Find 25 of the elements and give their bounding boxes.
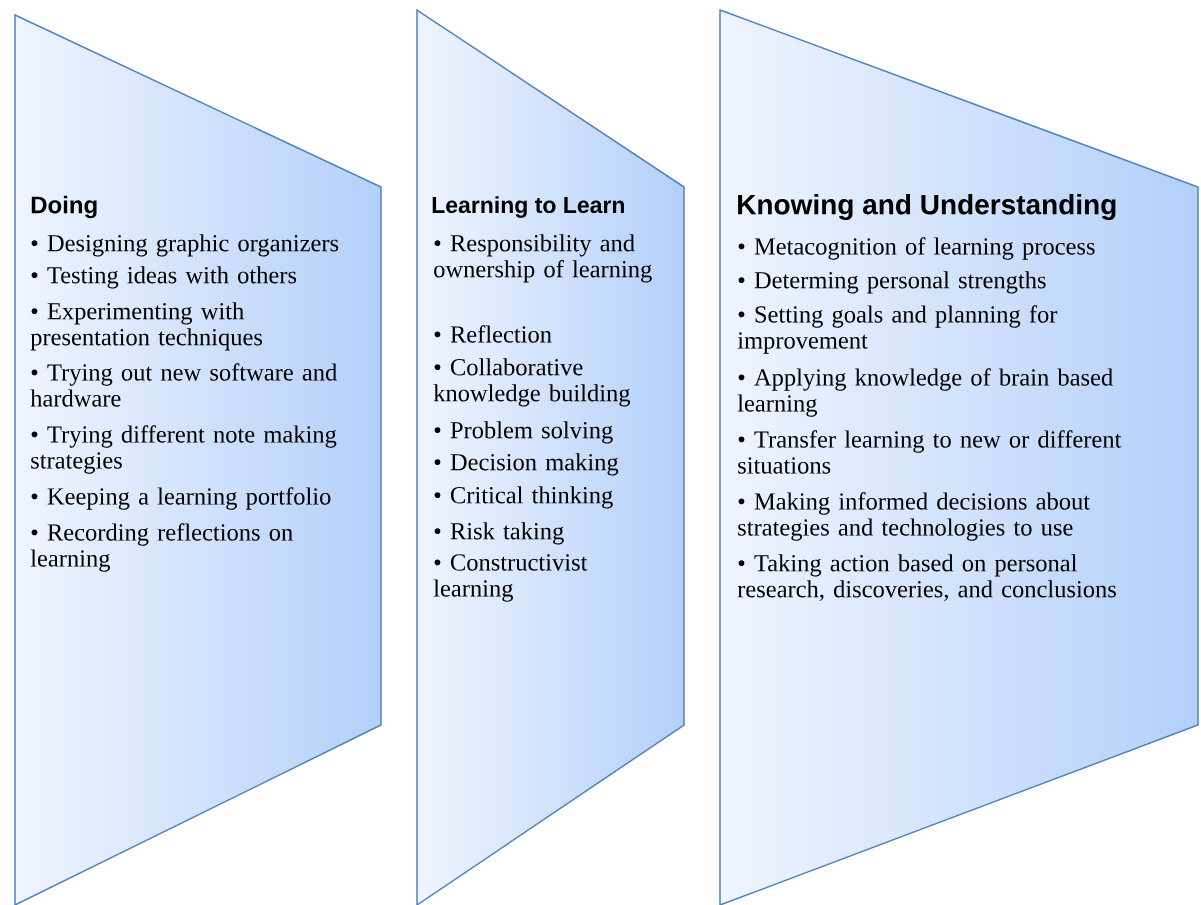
bullet-item: • Recording reflections on learning — [30, 523, 293, 572]
bullet-item: • Setting goals and planning for improvement — [737, 305, 1058, 354]
bullet-item: • Designing graphic organizers — [31, 234, 339, 257]
bullet-item: • Trying out new software and hardware — [30, 363, 337, 407]
bullet-item: • Keeping a learning portfolio — [31, 487, 331, 510]
bullet-item: • Problem solving — [434, 421, 613, 444]
bullet-item: • Taking action based on personal research, discoveries, and conclusions — [737, 554, 1116, 601]
bullet-item: • Reflection — [434, 325, 552, 343]
bullet-item: • Applying knowledge of brain based learning — [737, 368, 1113, 417]
bullet-item: • Determing personal strengths — [738, 271, 1046, 294]
bullet-item: • Constructivist learning — [433, 554, 588, 602]
bullet-item: • Responsibility and ownership of learning — [434, 234, 652, 283]
bullet-item: • Metacognition of learning process — [738, 237, 1095, 260]
heading: Learning to Learn — [432, 196, 624, 218]
bullet-item: • Decision making — [434, 453, 619, 476]
heading: Knowing and Understanding — [738, 193, 1116, 221]
bullet-item: • Making informed decisions about strategies and technologies to use — [738, 492, 1090, 541]
bullet-item: • Critical thinking — [434, 486, 613, 509]
bullet-item: • Risk taking — [434, 522, 564, 545]
bullet-item: • Transfer learning to new or different situations — [738, 430, 1122, 474]
heading: Doing — [31, 195, 97, 219]
bullet-item: • Collaborative knowledge building — [433, 358, 631, 407]
bullet-item: • Experimenting with presentation techniques — [30, 302, 262, 351]
bullet-item: • Trying different note making strategies — [31, 425, 337, 474]
bullet-item: • Testing ideas with others — [31, 266, 297, 289]
